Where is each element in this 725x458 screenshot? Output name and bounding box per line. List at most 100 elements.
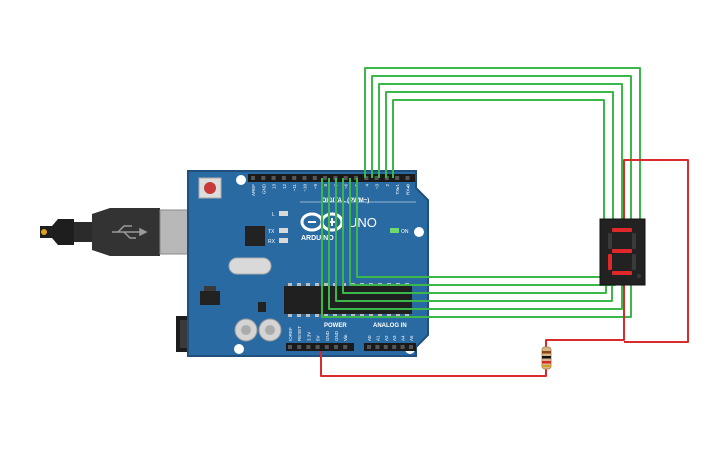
pin-label: Vin bbox=[343, 334, 348, 341]
pin-label: ~9 bbox=[313, 184, 318, 190]
header-pin[interactable] bbox=[405, 176, 410, 180]
header-pin[interactable] bbox=[395, 176, 400, 180]
header-pin[interactable] bbox=[271, 176, 276, 180]
pin-label: GND bbox=[334, 330, 339, 341]
wire-green[interactable] bbox=[371, 75, 632, 281]
pin-label: RESET bbox=[297, 326, 302, 341]
chip-leg bbox=[324, 314, 328, 317]
header-pin[interactable] bbox=[409, 345, 413, 349]
segment-dp bbox=[637, 274, 641, 278]
header-pin[interactable] bbox=[251, 176, 255, 180]
header-pin[interactable] bbox=[315, 345, 320, 349]
pin-label: AREF bbox=[251, 184, 256, 196]
wire-green[interactable] bbox=[321, 178, 632, 318]
reset-button[interactable] bbox=[198, 177, 222, 199]
pin-label: TX▸1 bbox=[395, 184, 400, 195]
analog-header bbox=[364, 343, 416, 351]
header-pin[interactable] bbox=[281, 176, 286, 180]
wire-green[interactable] bbox=[342, 178, 607, 294]
wire-green[interactable] bbox=[364, 67, 641, 281]
led-rx-label: RX bbox=[268, 239, 276, 245]
segment-b bbox=[632, 233, 636, 249]
crystal-oscillator bbox=[228, 257, 272, 275]
led-tx bbox=[279, 228, 288, 233]
header-pin[interactable] bbox=[367, 345, 371, 349]
led-l-label: L bbox=[272, 212, 275, 218]
segment-c bbox=[632, 254, 636, 270]
pin-label: 5V bbox=[316, 335, 321, 341]
wire-green[interactable] bbox=[328, 178, 623, 310]
chip-leg bbox=[351, 314, 355, 317]
header-pin[interactable] bbox=[292, 176, 297, 180]
header-pin[interactable] bbox=[324, 345, 329, 349]
header-pin[interactable] bbox=[323, 176, 328, 180]
pin-label: 3.3V bbox=[306, 332, 311, 341]
brand-label: ARDUINO bbox=[301, 235, 334, 242]
chip-leg bbox=[369, 314, 373, 317]
digital-label: DIGITAL (PWM~) bbox=[322, 198, 369, 204]
pin-label: GND bbox=[325, 330, 330, 341]
pin-label: GND bbox=[261, 183, 266, 194]
led-l bbox=[279, 211, 288, 216]
wire-green[interactable] bbox=[335, 178, 613, 302]
header-pin[interactable] bbox=[302, 176, 307, 180]
wire-red-resistor[interactable] bbox=[545, 159, 689, 347]
capacitor bbox=[258, 318, 282, 342]
segment-a bbox=[612, 228, 632, 232]
pin-label: 12 bbox=[282, 184, 287, 190]
led-rx bbox=[279, 238, 288, 243]
pin-label: ~6 bbox=[344, 184, 349, 190]
digital-header bbox=[248, 174, 415, 182]
pin-label: A3 bbox=[392, 335, 397, 341]
header-pin[interactable] bbox=[383, 345, 388, 349]
header-pin[interactable] bbox=[312, 176, 317, 180]
header-pin[interactable] bbox=[343, 345, 348, 349]
chip-leg bbox=[315, 314, 319, 317]
header-pin[interactable] bbox=[375, 345, 380, 349]
header-pin[interactable] bbox=[261, 176, 266, 180]
header-pin[interactable] bbox=[400, 345, 405, 349]
mounting-hole bbox=[234, 344, 244, 354]
analog-label: ANALOG IN bbox=[373, 323, 407, 329]
chip-leg bbox=[396, 314, 400, 317]
pin-label: 13 bbox=[272, 184, 277, 190]
header-pin[interactable] bbox=[392, 345, 397, 349]
pin-label: A1 bbox=[375, 335, 380, 341]
wire-green[interactable] bbox=[385, 91, 614, 281]
red-wires bbox=[320, 159, 689, 377]
on-label: ON bbox=[401, 229, 409, 235]
pin-label: RX◂0 bbox=[406, 184, 411, 196]
pin-label: A4 bbox=[401, 335, 406, 341]
header-pin[interactable] bbox=[343, 176, 348, 180]
resistor[interactable] bbox=[541, 346, 552, 370]
chip-leg bbox=[405, 314, 409, 317]
header-pin[interactable] bbox=[288, 345, 292, 349]
smd-component bbox=[258, 302, 266, 312]
led-tx-label: TX bbox=[268, 229, 275, 235]
wire-green[interactable] bbox=[392, 99, 605, 281]
segment-f bbox=[608, 233, 612, 249]
wire-green[interactable] bbox=[356, 178, 604, 278]
pin-label: A0 bbox=[367, 335, 372, 341]
header-pin[interactable] bbox=[306, 345, 311, 349]
arduino-uno-board[interactable]: L TX RX ARDUINO UNO ON bbox=[187, 170, 429, 357]
header-pin[interactable] bbox=[374, 176, 379, 180]
header-pin[interactable] bbox=[297, 345, 302, 349]
mounting-hole bbox=[414, 227, 424, 237]
pin-label: 8 bbox=[323, 184, 328, 187]
header-pin[interactable] bbox=[334, 345, 338, 349]
wire-green[interactable] bbox=[378, 83, 623, 281]
mounting-hole bbox=[236, 175, 246, 185]
usb-interface-chip bbox=[245, 226, 265, 246]
pin-label: IOREF bbox=[288, 327, 293, 341]
chip-leg bbox=[324, 283, 328, 286]
pin-label: ~3 bbox=[375, 184, 380, 190]
usb-cable[interactable] bbox=[40, 208, 199, 256]
wire-red-5v[interactable] bbox=[320, 351, 547, 377]
header-pin[interactable] bbox=[364, 176, 369, 180]
pin-label: A2 bbox=[384, 335, 389, 341]
voltage-regulator bbox=[200, 286, 220, 305]
seven-segment-display[interactable] bbox=[599, 218, 646, 286]
pin-label: 2 bbox=[385, 184, 390, 187]
pin-label: ~10 bbox=[303, 184, 308, 192]
